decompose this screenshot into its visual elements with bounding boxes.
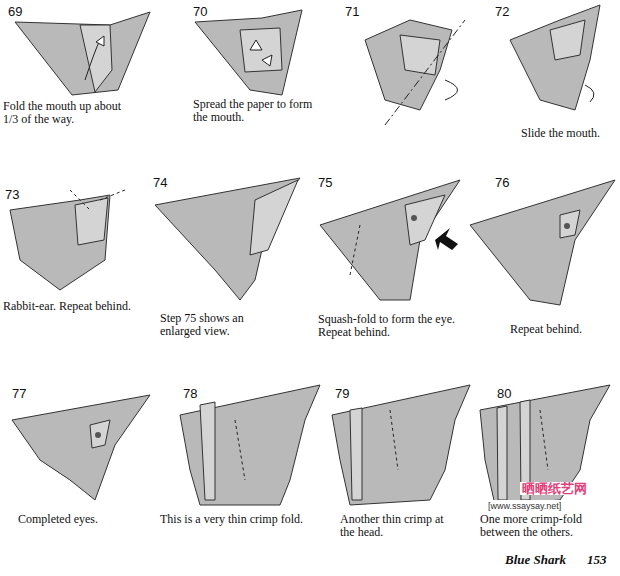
- step-number: 78: [183, 387, 197, 400]
- step-number: 71: [345, 5, 359, 18]
- step-caption: Slide the mouth.: [521, 127, 616, 140]
- step-number: 80: [497, 387, 511, 400]
- step-number: 77: [12, 387, 26, 400]
- step-caption: Repeat behind.: [510, 323, 615, 336]
- step-number: 69: [8, 5, 22, 18]
- step-number: 79: [335, 387, 349, 400]
- step-caption: Step 75 shows an enlarged view.: [160, 312, 275, 338]
- step-caption: Rabbit-ear. Repeat behind.: [3, 300, 163, 313]
- watermark: 晒晒纸艺网: [520, 482, 589, 495]
- step-caption: Spread the paper to form the mouth.: [193, 98, 313, 124]
- step-number: 75: [318, 176, 332, 189]
- page-title: Blue Shark: [505, 553, 566, 566]
- step-number: 73: [5, 188, 19, 201]
- step-caption: Fold the mouth up about 1/3 of the way.: [3, 100, 138, 126]
- step-number: 72: [495, 5, 509, 18]
- page-number: 153: [587, 553, 607, 566]
- step-caption: This is a very thin crimp fold.: [160, 513, 340, 526]
- step-caption: Another thin crimp at the head.: [340, 513, 460, 539]
- step-caption: One more crimp-fold between the others.: [480, 513, 615, 539]
- step-number: 76: [495, 176, 509, 189]
- step-caption: Squash-fold to form the eye. Repeat behi…: [318, 313, 468, 339]
- step-number: 74: [153, 176, 167, 189]
- watermark-url: [www.ssaysay.net]: [486, 500, 563, 513]
- step-caption: Completed eyes.: [18, 513, 138, 526]
- step-number: 70: [193, 5, 207, 18]
